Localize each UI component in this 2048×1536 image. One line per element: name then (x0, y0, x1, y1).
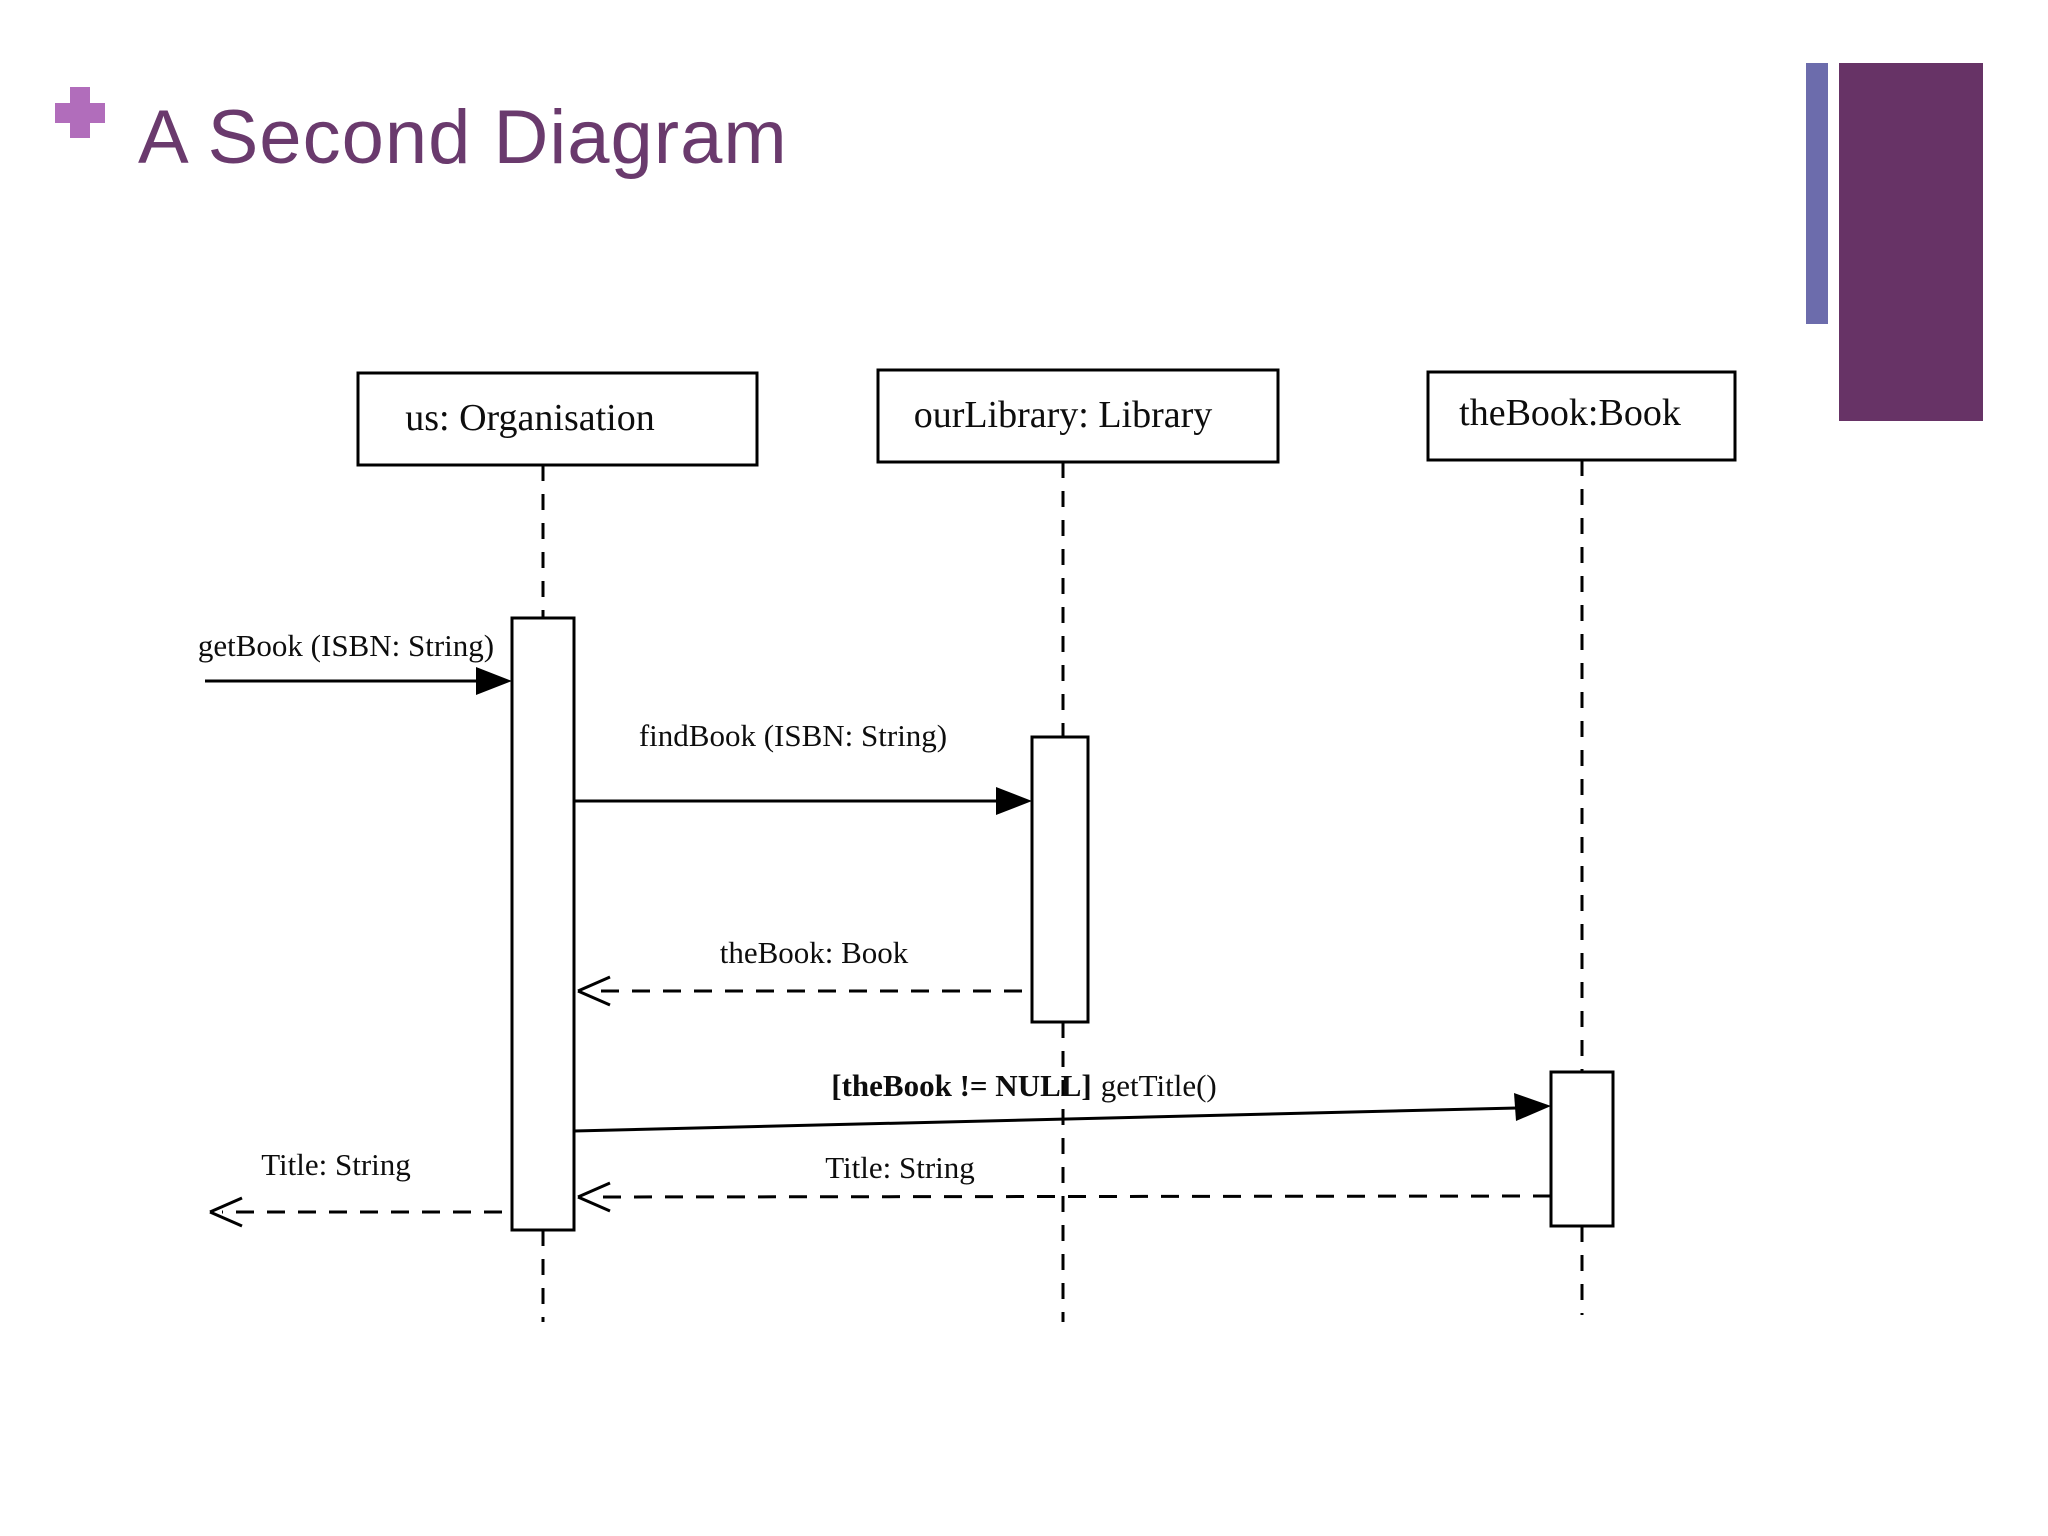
open-arrowhead-icon (577, 975, 611, 1007)
message-title-return-external-label: Title: String (261, 1147, 411, 1182)
arrowhead-icon (1514, 1093, 1551, 1121)
slide-title: A Second Diagram (138, 95, 788, 180)
message-thebook-return-label: theBook: Book (720, 935, 909, 970)
message-findbook: findBook (ISBN: String) (574, 718, 1032, 815)
arrowhead-icon (476, 667, 512, 695)
lifeline-head-us-label: us: Organisation (405, 397, 654, 439)
lifeline-head-ourlibrary-label: ourLibrary: Library (914, 394, 1213, 436)
arrowhead-icon (996, 787, 1032, 815)
message-getbook: getBook (ISBN: String) (198, 628, 512, 695)
lifeline-head-thebook-label: theBook:Book (1459, 392, 1681, 434)
activation-thebook (1549, 1070, 1615, 1228)
message-title-return-label: Title: String (825, 1150, 975, 1185)
message-thebook-return: theBook: Book (577, 935, 1022, 1007)
message-getbook-label: getBook (ISBN: String) (198, 628, 494, 663)
message-title-return: Title: String (577, 1150, 1552, 1213)
activation-us (510, 616, 576, 1232)
open-arrowhead-icon (577, 1181, 611, 1213)
message-gettitle: [theBook != NULL] getTitle() (573, 1068, 1551, 1133)
lifeline-head-us: us: Organisation (356, 371, 759, 467)
lifeline-head-ourlibrary: ourLibrary: Library (876, 368, 1280, 464)
activation-ourlibrary (1030, 735, 1090, 1024)
decor-bar-thick (1839, 63, 1983, 421)
open-arrowhead-icon (209, 1196, 243, 1228)
message-gettitle-label: [theBook != NULL] getTitle() (831, 1068, 1216, 1103)
plus-icon-horizontal-bar (55, 103, 105, 123)
plus-icon (55, 87, 105, 138)
message-gettitle-name: getTitle() (1101, 1068, 1217, 1103)
message-title-return-external: Title: String (209, 1147, 502, 1228)
message-findbook-label: findBook (ISBN: String) (639, 718, 947, 753)
lifeline-head-thebook: theBook:Book (1426, 370, 1737, 462)
decor-bar-thin (1806, 63, 1828, 324)
message-gettitle-guard: [theBook != NULL] (831, 1068, 1092, 1103)
